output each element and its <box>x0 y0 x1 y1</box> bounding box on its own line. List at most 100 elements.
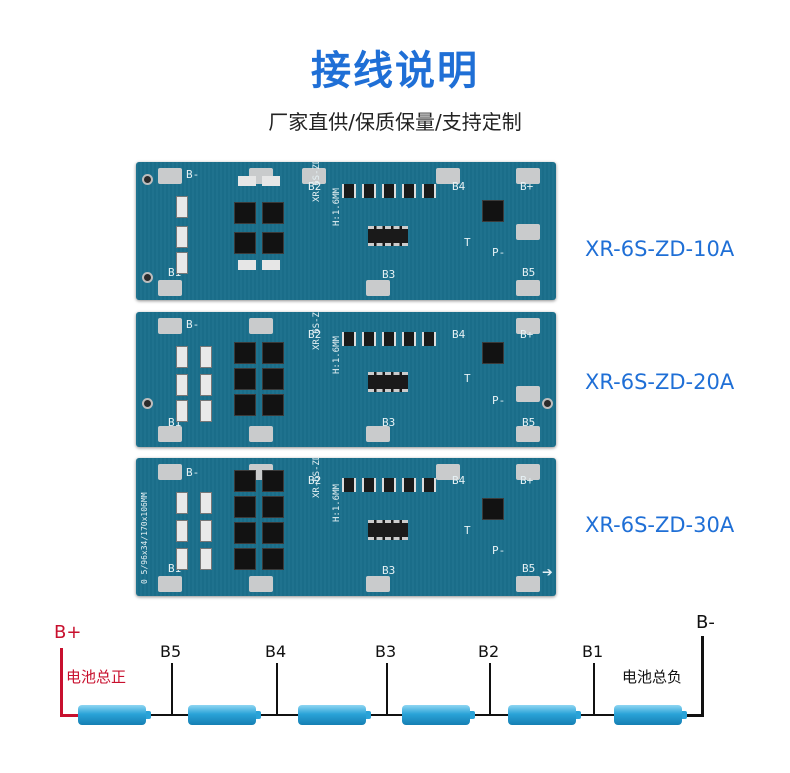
silk-b3: B3 <box>382 564 396 577</box>
silk-b2: B2 <box>308 328 322 341</box>
solder-pad <box>366 426 390 442</box>
mosfet <box>234 368 256 390</box>
tap-label-b1: B1 <box>582 642 604 661</box>
silk-thickness: H:1.6MM <box>332 188 342 226</box>
solder-pad <box>516 224 540 240</box>
mosfet <box>234 522 256 544</box>
mosfet <box>482 342 504 364</box>
smd-component <box>402 332 416 346</box>
smd-component <box>382 332 396 346</box>
tap-label-b5: B5 <box>160 642 182 661</box>
solder-pad <box>516 318 540 334</box>
mosfet <box>262 548 284 570</box>
silk-b2: B2 <box>308 180 322 193</box>
smd-component <box>402 478 416 492</box>
smd-component <box>422 184 436 198</box>
capacitor <box>200 400 212 422</box>
silk-b3: B3 <box>382 416 396 429</box>
tap-wire-b5 <box>171 663 173 716</box>
solder-pad <box>158 464 182 480</box>
positive-wire <box>60 648 63 716</box>
solder-pad <box>516 386 540 402</box>
solder-pad <box>158 318 182 334</box>
mosfet <box>234 232 256 254</box>
mosfet <box>234 496 256 518</box>
tap-label-b2: B2 <box>478 642 500 661</box>
mosfet <box>262 522 284 544</box>
silk-p-minus: P- <box>492 394 506 407</box>
tap-wire-b2 <box>489 663 491 716</box>
resistor <box>238 260 256 270</box>
solder-pad <box>516 576 540 592</box>
capacitor <box>200 492 212 514</box>
silk-version: XR-6S-ZD-V1.0 <box>312 312 322 350</box>
silk-p-minus: P- <box>492 246 506 259</box>
silk-thickness: H:1.6MM <box>332 336 342 374</box>
capacitor <box>176 196 188 218</box>
silk-b4: B4 <box>452 328 466 341</box>
smd-component <box>362 478 376 492</box>
solder-pad <box>516 426 540 442</box>
silk-t: T <box>464 372 471 385</box>
solder-pad <box>436 168 460 184</box>
silk-b5: B5 <box>522 562 536 575</box>
mosfet <box>262 394 284 416</box>
solder-pad <box>249 576 273 592</box>
battery-cell <box>614 705 687 725</box>
mosfet <box>234 342 256 364</box>
negative-wire <box>682 714 704 717</box>
solder-pad <box>366 576 390 592</box>
series-wire <box>576 714 614 716</box>
model-label: XR-6S-ZD-30A <box>585 513 735 537</box>
silk-b5: B5 <box>522 416 536 429</box>
battery-cell <box>78 705 151 725</box>
page-title: 接线说明 <box>311 48 479 94</box>
smd-component <box>342 478 356 492</box>
mosfet <box>234 394 256 416</box>
smd-component <box>422 332 436 346</box>
solder-pad <box>158 280 182 296</box>
silk-dimensions: 0 5/96x34/170x106MM <box>140 492 149 584</box>
silk-version: XR-6S-ZD-V1.0 <box>312 458 322 498</box>
series-wire <box>256 714 298 716</box>
silk-b5: B5 <box>522 266 536 279</box>
mosfet <box>234 202 256 224</box>
battery-cell <box>188 705 261 725</box>
capacitor <box>200 374 212 396</box>
negative-wire <box>701 636 704 717</box>
mosfet <box>262 232 284 254</box>
silk-b2: B2 <box>308 474 322 487</box>
solder-pad <box>516 280 540 296</box>
capacitor <box>176 520 188 542</box>
b-minus-label: B- <box>696 612 715 633</box>
tap-wire-b4 <box>276 663 278 716</box>
model-label: XR-6S-ZD-10A <box>585 237 735 261</box>
capacitor <box>176 252 188 274</box>
battery-cell <box>402 705 475 725</box>
protection-ic <box>368 520 408 540</box>
capacitor <box>200 346 212 368</box>
capacitor <box>176 400 188 422</box>
mounting-hole <box>542 398 553 409</box>
silk-b4: B4 <box>452 180 466 193</box>
b-plus-label: B+ <box>54 622 82 643</box>
mosfet <box>262 342 284 364</box>
tap-wire-b3 <box>386 663 388 716</box>
mounting-hole <box>142 174 153 185</box>
silk-b-minus: B- <box>186 318 200 331</box>
tap-label-b3: B3 <box>375 642 397 661</box>
mosfet <box>262 202 284 224</box>
capacitor <box>176 548 188 570</box>
smd-component <box>362 332 376 346</box>
resistor <box>262 260 280 270</box>
b-minus-desc: 电池总负 <box>622 668 683 686</box>
smd-component <box>342 184 356 198</box>
mosfet <box>262 496 284 518</box>
battery-cell <box>508 705 581 725</box>
capacitor <box>176 226 188 248</box>
silk-b-plus: B+ <box>520 474 534 487</box>
mosfet <box>234 548 256 570</box>
solder-pad <box>249 318 273 334</box>
series-wire <box>146 714 188 716</box>
solder-pad <box>158 576 182 592</box>
